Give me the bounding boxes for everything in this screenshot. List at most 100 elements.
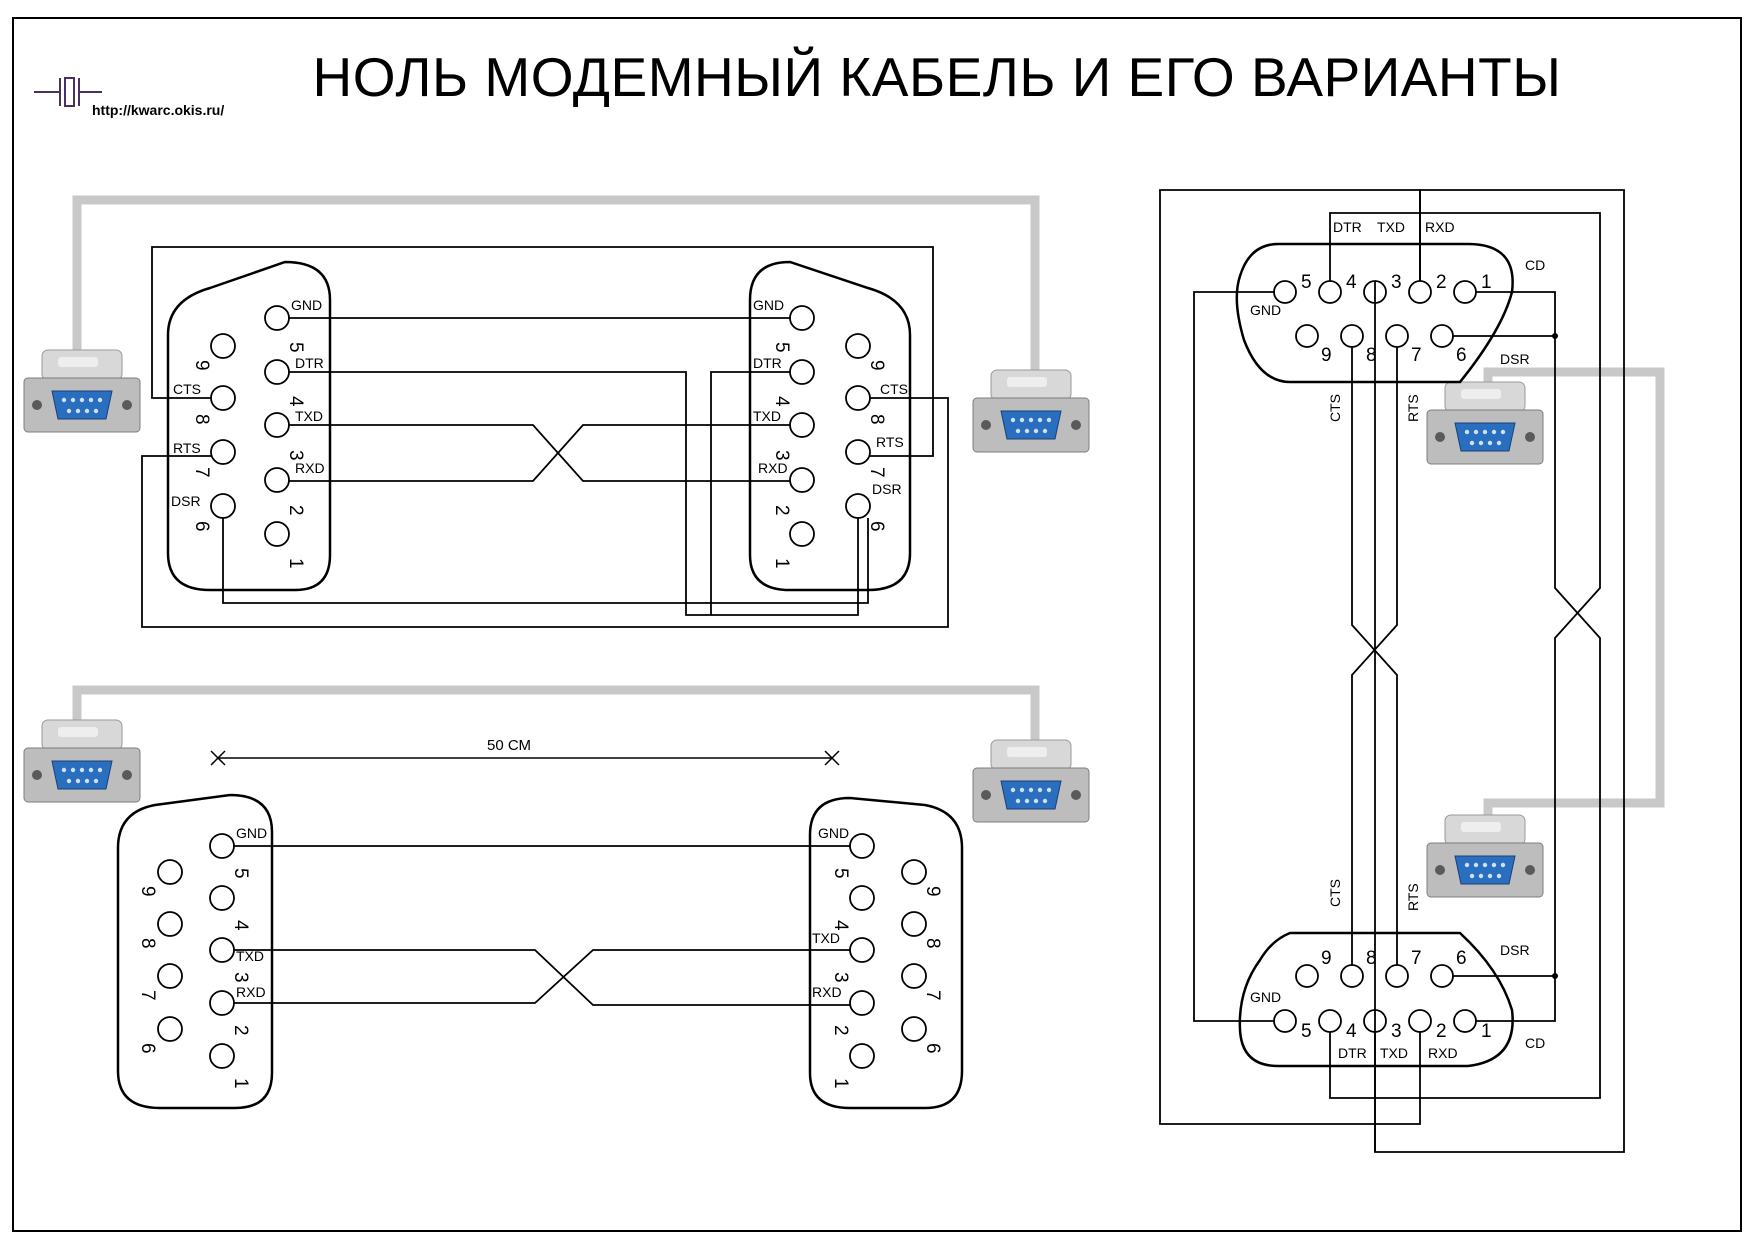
signal-label-rts: RTS	[1405, 883, 1421, 911]
db9-left-outline	[116, 793, 274, 1110]
signal-label-gnd: GND	[753, 297, 784, 313]
db9-bottom-pin-numbers: 9 8 7 6 5 4 3 2 1	[1301, 948, 1492, 1042]
db9-plug-right-icon	[972, 369, 1090, 453]
pin-number: 4	[285, 396, 306, 407]
signal-label-cd: CD	[1525, 257, 1545, 273]
pin-number: 6	[1456, 948, 1467, 969]
site-url: http://kwarc.okis.ru/	[92, 102, 225, 118]
pin-number: 7	[191, 467, 212, 478]
signal-label-txd: TXD	[812, 930, 840, 946]
signal-label-gnd: GND	[291, 297, 322, 313]
db9-bottom-outline	[1238, 931, 1514, 1068]
pin-number: 2	[771, 505, 792, 516]
pin-number: 9	[191, 360, 212, 371]
db9-left-pin-numbers: 5 4 3 2 1 9 8 7 6	[191, 342, 306, 569]
signal-label-rts: RTS	[173, 440, 201, 456]
signal-label-rxd: RXD	[236, 984, 266, 1000]
pin-number: 2	[230, 1025, 251, 1036]
signal-label-gnd: GND	[236, 825, 267, 841]
signal-label-gnd: GND	[1250, 989, 1281, 1005]
signal-label-rts: RTS	[876, 434, 904, 450]
db9-right-pins	[849, 833, 927, 1069]
pin-number: 9	[1321, 345, 1332, 366]
pin-number: 9	[866, 360, 887, 371]
pin-number: 1	[230, 1078, 251, 1089]
pin-number: 3	[1391, 272, 1402, 293]
length-label: 50 СМ	[487, 737, 531, 754]
signal-label-rxd: RXD	[812, 984, 842, 1000]
pin-number: 6	[866, 521, 887, 532]
length-dimension	[210, 750, 840, 766]
db9-right-pin-numbers: 5 4 3 2 1 9 8 7 6	[771, 342, 887, 569]
signal-label-txd: TXD	[236, 948, 264, 964]
signal-label-dsr: DSR	[1500, 351, 1530, 367]
pin-number: 8	[866, 414, 887, 425]
signal-label-dtr: DTR	[753, 355, 782, 371]
pin-number: 7	[1411, 345, 1422, 366]
db9-left-pins	[157, 833, 235, 1069]
pin-number: 5	[1301, 1021, 1312, 1042]
pin-number: 2	[1436, 1021, 1447, 1042]
signal-label-cts: CTS	[880, 381, 908, 397]
pin-number: 5	[1301, 272, 1312, 293]
pin-number: 7	[866, 467, 887, 478]
pin-number: 8	[137, 938, 158, 949]
db9-plug-right-icon	[972, 739, 1090, 823]
db9-plug-left-icon	[23, 719, 141, 803]
signal-label-rxd: RXD	[758, 460, 788, 476]
signal-label-cts: CTS	[173, 381, 201, 397]
pin-number: 7	[137, 990, 158, 1001]
signal-label-txd: TXD	[1380, 1045, 1408, 1061]
signal-label-dsr: DSR	[171, 493, 201, 509]
db9-left-pins	[210, 305, 290, 547]
signal-labels: DTR TXD RXD CD GND DSR CTS RTS CTS RTS D…	[1250, 219, 1545, 1061]
signal-label-rxd: RXD	[1428, 1045, 1458, 1061]
signal-labels: GND DTR TXD RXD CTS RTS DSR GND DTR TXD …	[171, 297, 908, 509]
pin-number: 2	[1436, 272, 1447, 293]
pin-number: 1	[1481, 1021, 1492, 1042]
signal-label-dsr: DSR	[872, 481, 902, 497]
cable-line	[72, 685, 1040, 747]
db9-right-outline	[808, 796, 964, 1110]
null-modem-diagram-full-handshake: 5 4 3 2 1 9 8 7 6 5 4 3 2 1 9 8 7 6	[23, 195, 1090, 628]
signal-label-cts: CTS	[1327, 394, 1343, 422]
db9-right-pin-numbers: 5 4 3 2 1 9 8 7 6	[830, 868, 943, 1089]
pin-number: 1	[771, 558, 792, 569]
wires	[141, 246, 949, 628]
signal-label-rxd: RXD	[295, 460, 325, 476]
pin-number: 3	[771, 450, 792, 461]
pin-number: 5	[771, 342, 792, 353]
page-frame	[12, 17, 1742, 1232]
db9-top-outline	[1235, 242, 1514, 384]
wires	[234, 845, 850, 1006]
signal-label-dsr: DSR	[1500, 942, 1530, 958]
signal-label-gnd: GND	[1250, 302, 1281, 318]
page-title: НОЛЬ МОДЕМНЫЙ КАБЕЛЬ И ЕГО ВАРИАНТЫ	[312, 46, 1562, 108]
pin-number: 4	[771, 396, 792, 407]
signal-label-dtr: DTR	[295, 355, 324, 371]
db9-plug-bottom-icon	[1426, 814, 1544, 898]
signal-labels: GND TXD RXD GND TXD RXD	[236, 825, 849, 1000]
db9-left-outline	[166, 260, 332, 592]
signal-label-txd: TXD	[295, 408, 323, 424]
db9-right-pins	[789, 305, 871, 547]
pin-number: 6	[1456, 345, 1467, 366]
pin-number: 3	[1391, 1021, 1402, 1042]
pin-number: 6	[137, 1043, 158, 1054]
pin-number: 1	[285, 558, 306, 569]
wires	[1159, 189, 1625, 1153]
pin-number: 4	[230, 920, 251, 931]
pin-number: 4	[1346, 272, 1357, 293]
signal-label-gnd: GND	[818, 825, 849, 841]
pin-number: 5	[285, 342, 306, 353]
signal-label-dtr: DTR	[1338, 1045, 1367, 1061]
pin-number: 2	[830, 1025, 851, 1036]
pin-number: 8	[1366, 948, 1377, 969]
pin-number: 7	[1411, 948, 1422, 969]
pin-number: 8	[1366, 345, 1377, 366]
pin-number: 9	[922, 886, 943, 897]
pin-number: 8	[922, 938, 943, 949]
signal-label-rts: RTS	[1405, 394, 1421, 422]
